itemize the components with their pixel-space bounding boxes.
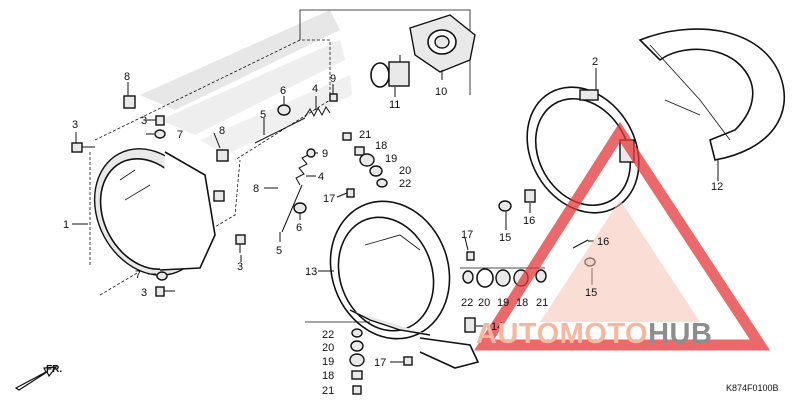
watermark-brand-part2: HUB — [648, 318, 713, 350]
clip-8-mid — [216, 149, 229, 162]
callout-22-low: 22 — [322, 329, 334, 341]
callout-20-upper: 20 — [399, 165, 411, 177]
callout-20-mid: 20 — [478, 297, 490, 309]
front-direction-label: FR. — [46, 364, 62, 375]
nut-7-top — [154, 129, 166, 139]
screw-3-bottom — [155, 286, 175, 297]
callout-7-b: 7 — [135, 269, 141, 281]
washer-9-low — [306, 148, 316, 158]
callout-18-mid: 18 — [516, 297, 528, 309]
callout-16-b: 16 — [597, 236, 609, 248]
bolt-14 — [464, 317, 476, 333]
callout-3-d: 3 — [141, 287, 147, 299]
nut-15-upper — [498, 200, 512, 212]
bolt-17-lower — [403, 356, 413, 366]
nut-6-top — [277, 104, 291, 116]
clip-8-top — [123, 95, 136, 109]
nut-7-bottom — [156, 271, 168, 281]
bolt-16-lower — [572, 239, 589, 249]
front-direction-arrow-icon — [14, 366, 58, 391]
callout-21-low: 21 — [322, 385, 334, 397]
spring-4-low — [295, 153, 311, 186]
screw-3-top — [71, 142, 95, 153]
watermark-triangle — [473, 121, 771, 351]
nut-6-mid — [293, 202, 307, 214]
callout-4-b: 4 — [318, 171, 324, 183]
callout-14: 14 — [491, 321, 503, 333]
diagram-code: K874F0100B — [726, 383, 779, 393]
callout-3-c: 3 — [237, 261, 243, 273]
parts-column-low — [305, 321, 370, 395]
spring-4-top — [304, 106, 331, 118]
headlight-unit — [93, 148, 216, 276]
headlight-case-13 — [329, 200, 480, 369]
callout-6-a: 6 — [280, 85, 286, 97]
clip-8-low — [213, 190, 225, 202]
callout-10: 10 — [435, 86, 447, 98]
bolt-16-upper — [524, 189, 536, 203]
callout-21-upper: 21 — [359, 129, 371, 141]
callout-8-c: 8 — [253, 183, 259, 195]
headlight-ring-2 — [526, 86, 640, 214]
callout-6-b: 6 — [296, 222, 302, 234]
screw-3-right — [235, 234, 246, 253]
callout-3-a: 3 — [72, 119, 78, 131]
grommet-19-upper — [359, 153, 375, 167]
washer-20-upper — [369, 165, 383, 177]
washer-9 — [329, 93, 338, 102]
callout-labels: 1 2 3 3 3 3 4 4 5 5 6 6 7 7 8 8 8 9 9 10… — [46, 56, 779, 397]
callout-17-c: 17 — [374, 357, 386, 369]
callout-9-a: 9 — [330, 73, 336, 85]
nut-22-upper — [376, 178, 388, 188]
callout-21-mid: 21 — [536, 297, 548, 309]
callout-17-b: 17 — [461, 229, 473, 241]
callout-17-a: 17 — [323, 193, 335, 205]
collar-18-upper — [354, 146, 365, 156]
leader-lines — [72, 68, 719, 363]
callout-12: 12 — [711, 181, 723, 193]
callout-18-low: 18 — [322, 370, 334, 382]
callout-5-a: 5 — [260, 109, 266, 121]
watermark-brand: AUTOMOTOHUB — [476, 318, 712, 351]
callout-1: 1 — [63, 219, 69, 231]
callout-13: 13 — [305, 266, 317, 278]
bulb-11 — [370, 55, 410, 88]
callout-7-a: 7 — [177, 129, 183, 141]
callout-4-a: 4 — [312, 83, 318, 95]
callout-15-a: 15 — [499, 232, 511, 244]
rear-cover-12 — [638, 28, 786, 161]
bolt-3-top — [155, 115, 165, 126]
background-wing-pattern — [140, 10, 352, 155]
adjust-screw-5-top — [254, 117, 306, 144]
callout-8-a: 8 — [124, 71, 130, 83]
bolt-17-upper — [346, 188, 355, 198]
callout-11: 11 — [389, 99, 400, 111]
adjust-screw-5-low — [281, 184, 303, 233]
callout-22-upper: 22 — [399, 178, 411, 190]
callout-22-mid: 22 — [461, 297, 473, 309]
callout-3-b: 3 — [141, 115, 147, 127]
callout-16-a: 16 — [523, 215, 535, 227]
watermark-brand-part1: AUTOMOTO — [476, 318, 649, 350]
callout-18-upper: 18 — [375, 140, 387, 152]
callout-19-mid: 19 — [497, 297, 509, 309]
callout-20-low: 20 — [322, 342, 334, 354]
callout-15-b: 15 — [585, 287, 597, 299]
socket-cover-10 — [409, 14, 476, 73]
callout-2: 2 — [592, 56, 598, 68]
bolt-21-upper — [342, 132, 352, 141]
bolt-17-mid — [466, 251, 475, 261]
callout-5-b: 5 — [276, 245, 282, 257]
callout-8-b: 8 — [219, 125, 225, 137]
callout-19-upper: 19 — [385, 153, 397, 165]
callout-9-b: 9 — [322, 148, 328, 160]
callout-19-low: 19 — [322, 356, 334, 368]
